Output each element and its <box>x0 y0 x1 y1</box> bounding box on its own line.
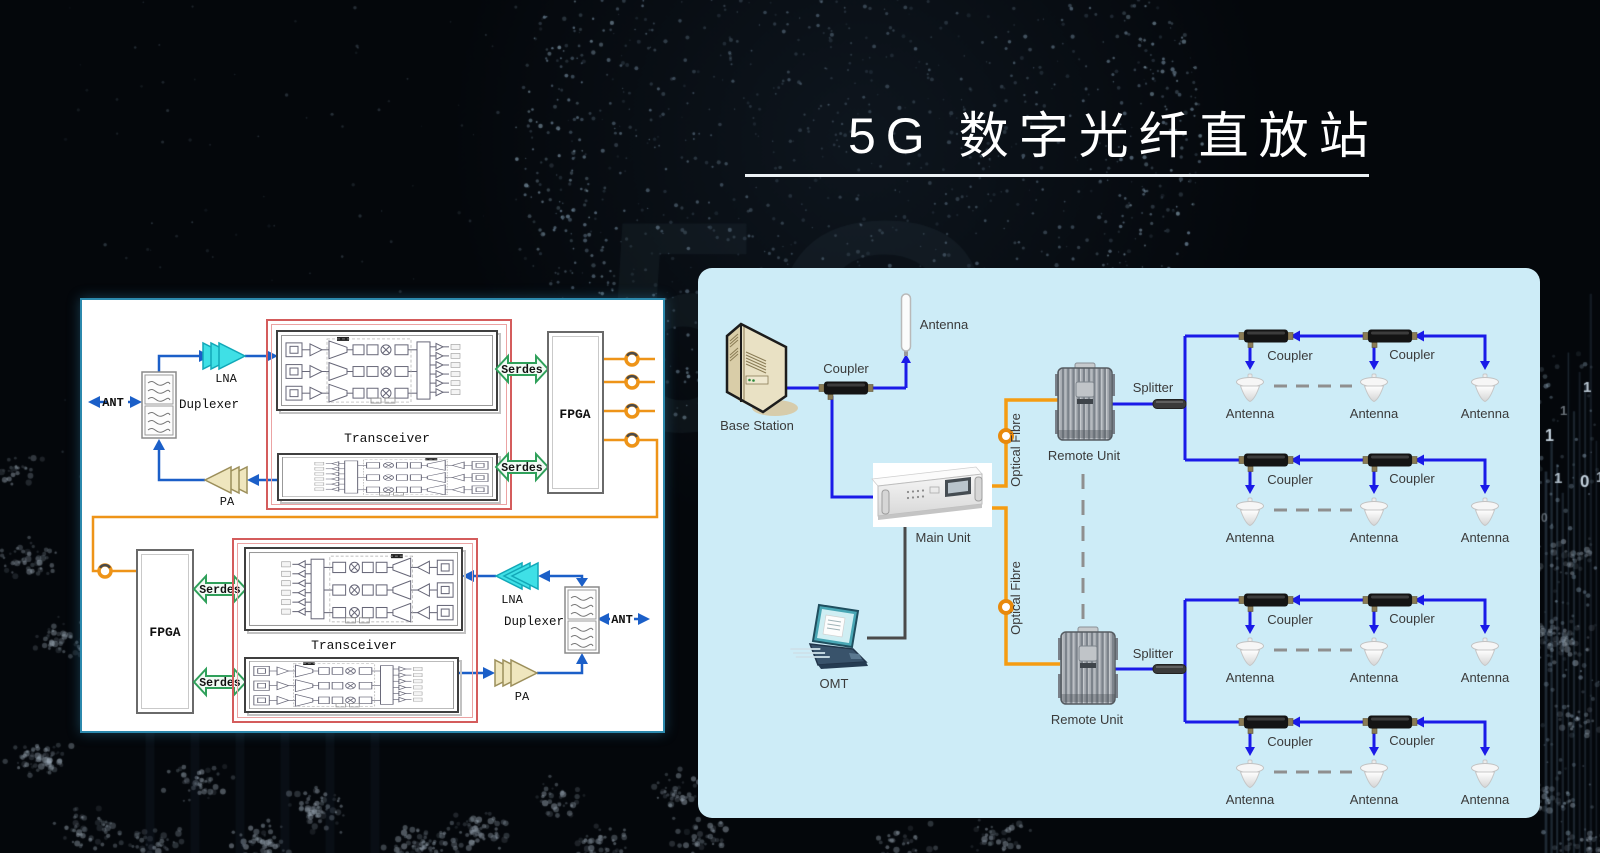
arrowheads <box>462 570 650 679</box>
title-underline <box>745 174 1369 177</box>
transceiver-label: Transceiver <box>344 431 430 446</box>
fibre-connector-icon <box>998 599 1014 615</box>
lna-icon <box>494 561 539 591</box>
main-unit-icon <box>871 463 992 527</box>
antenna-label: Antenna <box>1461 530 1510 545</box>
antenna-label: Antenna <box>1350 530 1399 545</box>
coupler-label: Coupler <box>1267 348 1313 363</box>
antenna-label: Antenna <box>1226 406 1275 421</box>
antenna-label: Antenna <box>1461 406 1510 421</box>
continuation-dashes <box>1081 384 1352 774</box>
remote-unit-label: Remote Unit <box>1048 448 1121 463</box>
lna-label: LNA <box>215 372 237 386</box>
omt-line <box>867 527 907 640</box>
rf-front-end-bottom: FPGA Serdes Serdes Transceiver LNA <box>136 538 650 723</box>
left-diagram-panel: ANT Duplexer LNA PA Transceiver <box>80 298 665 733</box>
page-title: 5G 数字光纤直放站 <box>848 108 1379 164</box>
remote-unit-icon <box>1057 626 1119 705</box>
transceiver-block: Transceiver <box>232 538 478 723</box>
fpga-block: FPGA <box>136 549 194 714</box>
serdes-label: Serdes <box>501 462 543 475</box>
antenna-label: Antenna <box>1350 792 1399 807</box>
fpga-label: FPGA <box>559 407 590 422</box>
fpga-label: FPGA <box>149 625 180 640</box>
antenna-label: Antenna <box>1461 792 1510 807</box>
lna-icon <box>202 341 247 371</box>
duplexer-label: Duplexer <box>504 615 564 629</box>
transceiver-block: Transceiver <box>266 319 512 510</box>
splitter-icon <box>1152 664 1187 674</box>
coupler-label: Coupler <box>1389 611 1435 626</box>
coupler-label: Coupler <box>1389 471 1435 486</box>
optical-fibre-label: Optical Fibre <box>1008 561 1023 635</box>
coupler-label: Coupler <box>1267 472 1313 487</box>
coupler-label: Coupler <box>823 361 869 376</box>
antenna-label: Antenna <box>1226 670 1275 685</box>
antenna-label: Antenna <box>1226 792 1275 807</box>
pa-icon <box>494 658 539 688</box>
rf-front-end-top: ANT Duplexer LNA PA Transceiver <box>88 319 604 510</box>
coupler-label: Coupler <box>1389 733 1435 748</box>
serdes-label: Serdes <box>199 584 241 597</box>
antenna-label: Antenna <box>1461 670 1510 685</box>
duplexer-icon <box>564 586 600 654</box>
omt-label: OMT <box>820 676 849 691</box>
fiber-connector-icon <box>624 403 640 419</box>
pa-icon <box>203 465 248 495</box>
base-station-icon <box>725 322 798 416</box>
pa-label: PA <box>515 690 530 704</box>
serdes-label: Serdes <box>501 364 543 377</box>
pa-label: PA <box>220 495 235 509</box>
coupler-label: Coupler <box>1267 612 1313 627</box>
coupler-label: Coupler <box>1389 347 1435 362</box>
splitter-label: Splitter <box>1133 380 1174 395</box>
splitter-icon <box>1152 399 1187 409</box>
splitter-label: Splitter <box>1133 646 1174 661</box>
lna-label: LNA <box>501 593 523 607</box>
base-station-label: Base Station <box>720 418 794 433</box>
serdes-label: Serdes <box>199 677 241 690</box>
fpga-block: FPGA <box>547 331 604 494</box>
main-unit-label: Main Unit <box>916 530 971 545</box>
antenna-label: Antenna <box>920 317 969 332</box>
antenna-label: Antenna <box>1350 670 1399 685</box>
antenna-label: Antenna <box>1350 406 1399 421</box>
transceiver-label: Transceiver <box>311 638 397 653</box>
right-panel-background <box>698 268 1540 818</box>
right-diagram-panel: Optical Fibre Optical Fibre Base Station… <box>698 268 1540 818</box>
optical-fibre-label: Optical Fibre <box>1008 413 1023 487</box>
fibre-connector-icon <box>998 428 1014 444</box>
ant-label: ANT <box>611 613 633 627</box>
remote-unit-label: Remote Unit <box>1051 712 1124 727</box>
coupler-label: Coupler <box>1267 734 1313 749</box>
antenna-label: Antenna <box>1226 530 1275 545</box>
stick-antenna-icon <box>900 293 912 356</box>
fiber-connector-icon <box>624 351 640 367</box>
ant-label: ANT <box>102 396 124 410</box>
fiber-connector-icon <box>624 374 640 390</box>
fiber-connector-icon <box>624 432 640 448</box>
coax-arrowheads <box>901 330 1490 756</box>
duplexer-icon <box>141 371 177 439</box>
omt-laptop-icon <box>790 603 868 669</box>
duplexer-label: Duplexer <box>179 398 239 412</box>
remote-unit-icon <box>1054 362 1116 441</box>
fiber-connector-icon <box>97 563 113 579</box>
